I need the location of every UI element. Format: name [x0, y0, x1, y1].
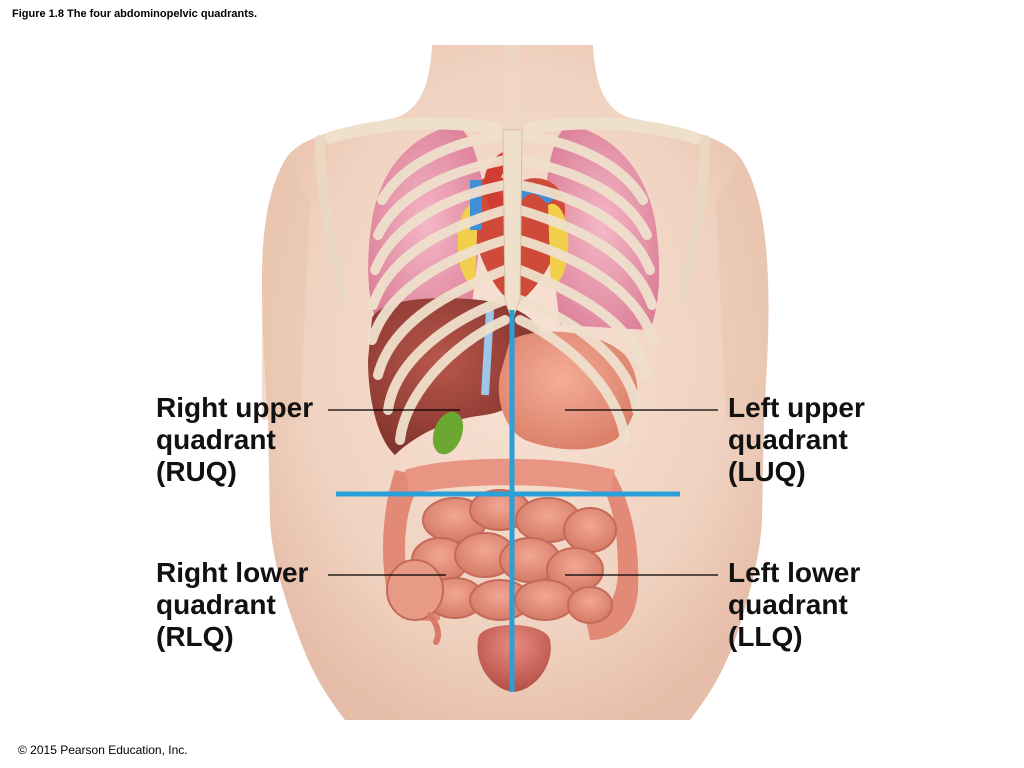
- llq-label-line2: quadrant: [728, 589, 848, 620]
- liver: [368, 298, 546, 455]
- llq-label: Left lower quadrant (LLQ): [728, 557, 860, 653]
- luq-label-line2: quadrant: [728, 424, 848, 455]
- ruq-label-line3: (RUQ): [156, 456, 237, 487]
- rib-cage: [367, 130, 658, 445]
- copyright-notice: © 2015 Pearson Education, Inc.: [18, 743, 188, 757]
- rlq-label-line3: (RLQ): [156, 621, 234, 652]
- rlq-label-line2: quadrant: [156, 589, 276, 620]
- right-clavicle: [324, 117, 501, 144]
- sternum: [502, 129, 523, 322]
- gallbladder: [432, 411, 464, 455]
- luq-label: Left upper quadrant (LUQ): [728, 392, 865, 488]
- ruq-label-line1: Right upper: [156, 392, 314, 423]
- stomach: [498, 331, 638, 450]
- luq-label-line1: Left upper: [728, 392, 865, 423]
- llq-label-line1: Left lower: [728, 557, 861, 588]
- small-intestine: [411, 489, 617, 624]
- figure-caption: Figure 1.8 The four abdominopelvic quadr…: [12, 8, 258, 20]
- llq-label-line3: (LLQ): [728, 621, 803, 652]
- left-clavicle: [524, 117, 701, 144]
- rlq-label: Right lower quadrant (RLQ): [156, 557, 308, 653]
- luq-label-line3: (LUQ): [728, 456, 806, 487]
- rlq-label-line1: Right lower: [156, 557, 309, 588]
- ruq-label: Right upper quadrant (RUQ): [156, 392, 313, 488]
- ruq-label-line2: quadrant: [156, 424, 276, 455]
